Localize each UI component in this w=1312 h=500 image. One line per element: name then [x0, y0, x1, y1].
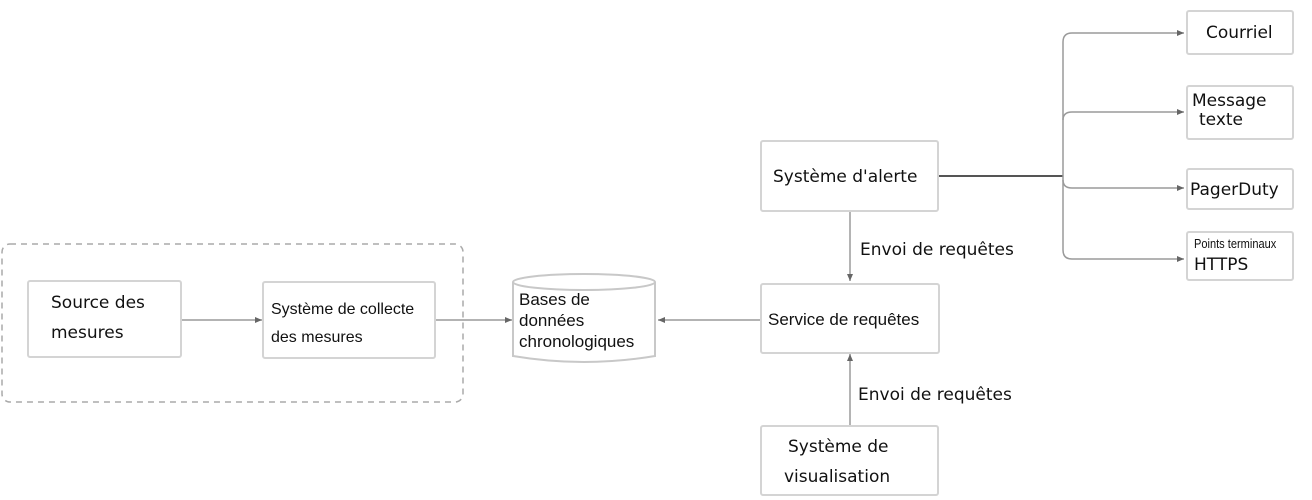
https-label-line1: Points terminaux: [1194, 236, 1277, 251]
collector-label-line2: des mesures: [271, 329, 363, 346]
source-label-line1: Source des: [51, 293, 145, 313]
collection-group-border: [1, 243, 464, 403]
email-node: Courriel: [1186, 10, 1294, 55]
sms-label-line1: Message: [1192, 91, 1267, 111]
edge-fanout-spine: [1062, 32, 1073, 260]
query-service-label: Service de requêtes: [768, 310, 920, 329]
edge-label-alert-query: Envoi de requêtes: [860, 240, 1014, 260]
source-node: Source des mesures: [27, 280, 182, 358]
pagerduty-node: PagerDuty: [1186, 168, 1294, 210]
tsdb-cylinder: [512, 273, 656, 363]
https-label-line2: HTTPS: [1194, 255, 1249, 275]
pagerduty-label: PagerDuty: [1190, 180, 1279, 200]
email-label: Courriel: [1206, 23, 1273, 43]
tsdb-label-line3: chronologiques: [519, 332, 635, 351]
alert-system-node: Système d'alerte: [760, 140, 939, 212]
edge-to-sms: [1062, 109, 1184, 121]
sms-label-line2: texte: [1199, 110, 1244, 130]
visualisation-label-line2: visualisation: [784, 467, 891, 487]
tsdb-label-line2: données: [519, 311, 585, 330]
tsdb-label-line1: Bases de: [519, 290, 590, 309]
https-node: Points terminaux HTTPS: [1186, 231, 1294, 281]
visualisation-label-line1: Système de: [788, 437, 889, 457]
query-service-node: Service de requêtes: [760, 283, 940, 354]
edge-label-visual-query: Envoi de requêtes: [858, 385, 1012, 405]
source-label-line2: mesures: [51, 323, 124, 343]
collector-node: Système de collecte des mesures: [262, 281, 436, 359]
alert-system-label: Système d'alerte: [773, 167, 918, 187]
sms-node: Message texte: [1186, 85, 1294, 140]
visualisation-node: Système de visualisation: [760, 425, 939, 496]
edge-to-pagerduty: [1062, 179, 1184, 191]
collector-label-line1: Système de collecte: [271, 301, 415, 318]
